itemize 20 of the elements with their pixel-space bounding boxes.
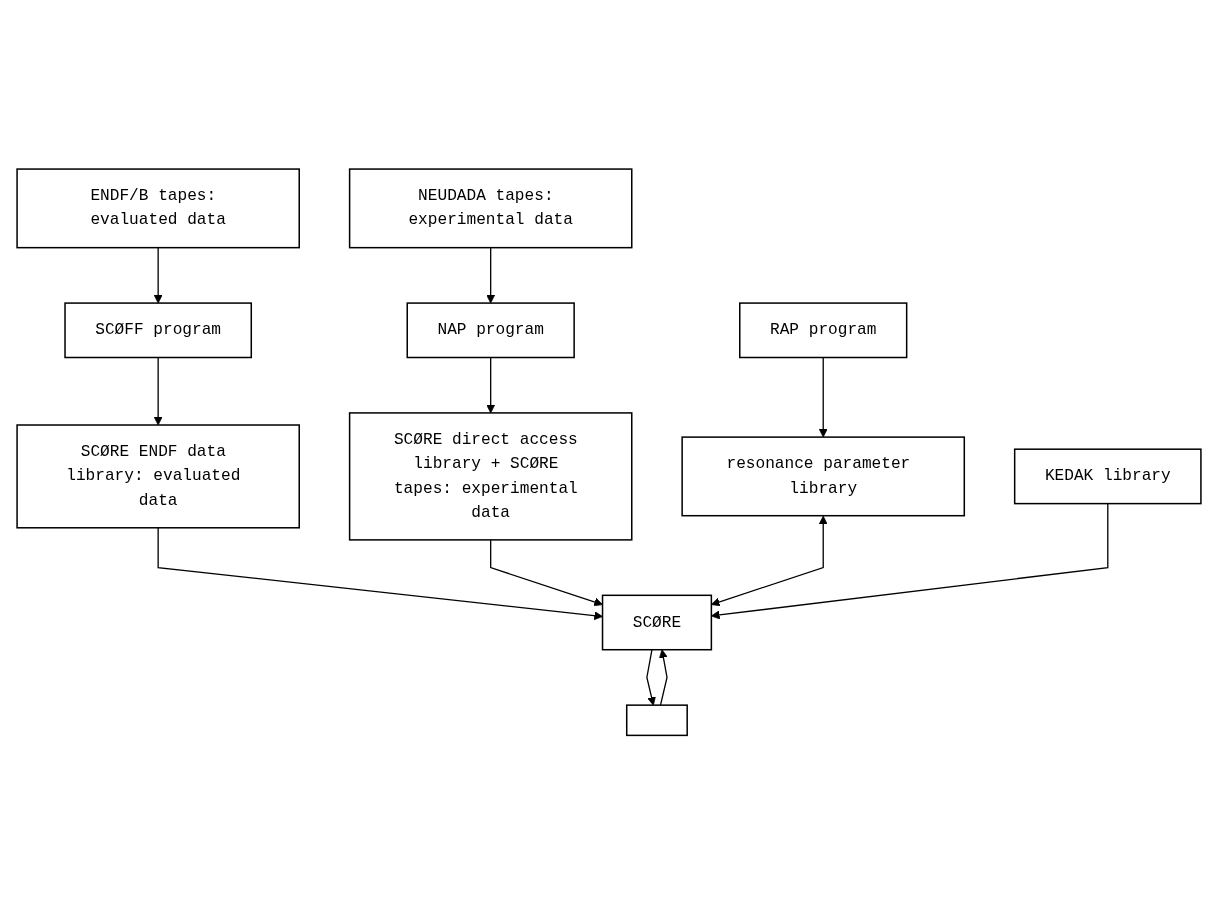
node-box: SCØFF program — [64, 302, 253, 359]
node-box: KEDAK library — [1013, 448, 1202, 505]
node-box: SCØRE — [601, 594, 713, 651]
node-box: SCØRE ENDF data library: evaluated data — [16, 424, 300, 529]
node-box: ENDF/B tapes: evaluated data — [16, 168, 300, 249]
arrow — [659, 649, 668, 707]
node-box — [625, 704, 688, 737]
node-box: resonance parameter library — [681, 436, 966, 517]
arrow — [490, 539, 603, 607]
arrow — [818, 357, 828, 438]
node-box: RAP program — [739, 302, 908, 359]
node-box: NAP program — [406, 302, 575, 359]
arrow — [486, 247, 496, 304]
node-box: NEUDADA tapes: experimental data — [348, 168, 633, 249]
arrow — [486, 357, 496, 414]
node-box: SCØRE direct access library + SCØRE tapes: experimental data — [348, 412, 633, 541]
arrow — [646, 649, 656, 706]
arrow — [153, 247, 163, 304]
arrow — [153, 357, 163, 426]
arrow — [157, 527, 603, 621]
